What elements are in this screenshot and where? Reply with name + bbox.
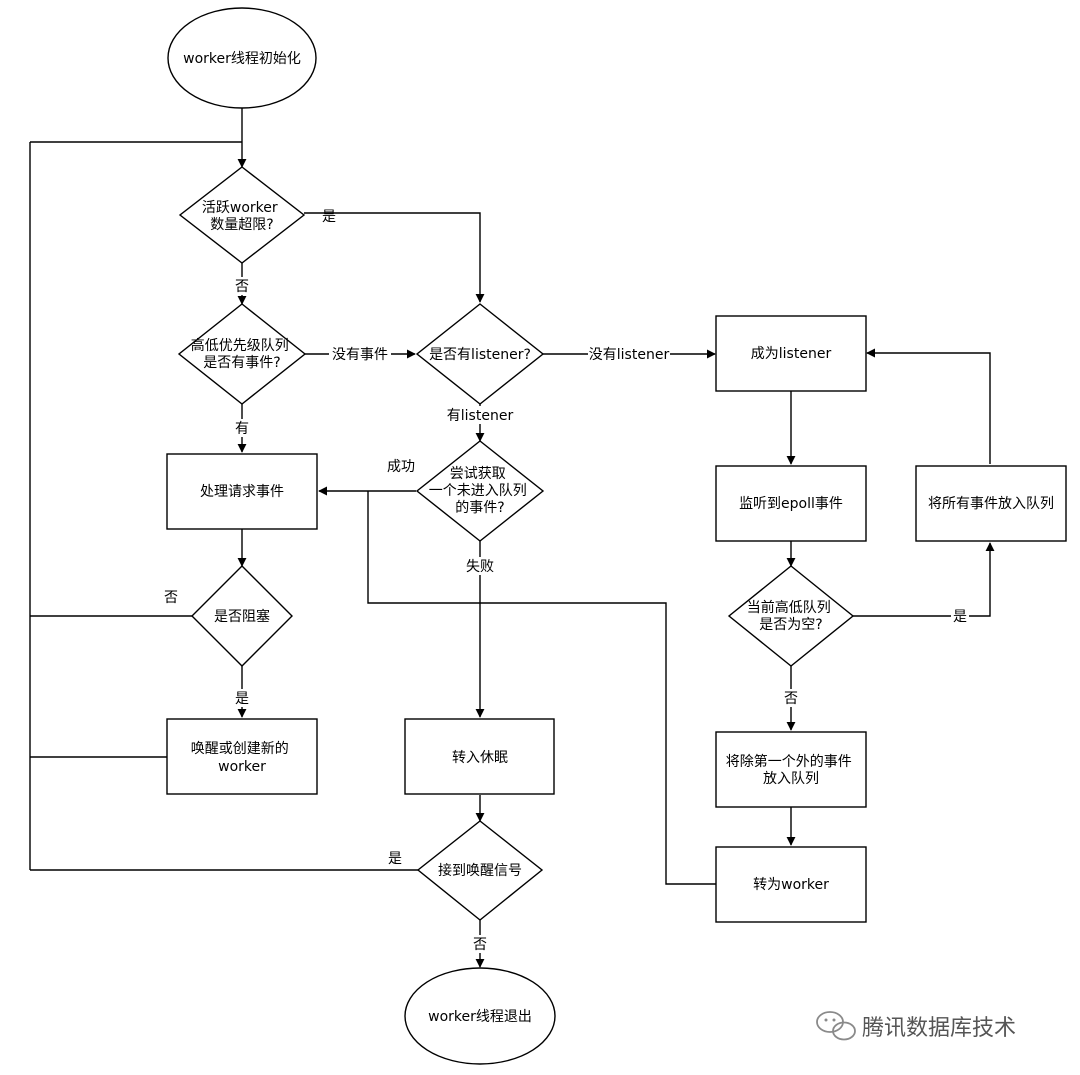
svg-text:将除第一个外的事件 放入队列: 将除第一个外的事件 放入队列 bbox=[726, 753, 856, 787]
svg-text:尝试获取 一个未进入队列 的事件?: 尝试获取 一个未进入队列 的事件? bbox=[429, 466, 531, 516]
node-is-blocked: 是否阻塞 bbox=[191, 565, 293, 667]
label-empty-yes: 是 bbox=[953, 609, 967, 625]
node-to-worker-label: 转为worker bbox=[753, 877, 829, 893]
svg-text:活跃worker 数量超限?: 活跃worker 数量超限? bbox=[202, 200, 282, 233]
label-has-listener: 有listener bbox=[447, 408, 514, 424]
node-become-listener: 成为listener bbox=[715, 315, 867, 392]
label-empty-no: 否 bbox=[784, 691, 798, 707]
node-check-active-line1: 活跃worker bbox=[202, 200, 278, 216]
node-check-queue-line2: 是否有事件? bbox=[203, 355, 280, 371]
wechat-icon bbox=[816, 1011, 856, 1041]
node-check-active-line2: 数量超限? bbox=[210, 217, 273, 233]
node-become-listener-label: 成为listener bbox=[751, 346, 832, 362]
label-no-listener: 没有listener bbox=[589, 347, 670, 363]
label-active-yes: 是 bbox=[322, 209, 336, 225]
svg-text:唤醒或创建新的 worker: 唤醒或创建新的 worker bbox=[191, 740, 293, 775]
node-exit: worker线程退出 bbox=[404, 967, 556, 1065]
node-recv-wakeup-label: 接到唤醒信号 bbox=[438, 862, 522, 879]
edge-labels: 是 否 没有事件 有 没有listener 有listener 成功 失败 否 … bbox=[164, 209, 969, 953]
node-enqueue-all: 将所有事件放入队列 bbox=[915, 465, 1067, 542]
node-enqueue-all-label: 将所有事件放入队列 bbox=[928, 496, 1054, 512]
node-enqueue-except-first-line2: 放入队列 bbox=[763, 771, 819, 787]
node-sleep-label: 转入休眠 bbox=[452, 750, 508, 766]
node-exit-label: worker线程退出 bbox=[428, 1009, 532, 1025]
node-listen-epoll: 监听到epoll事件 bbox=[715, 465, 867, 542]
node-try-fetch-line1: 尝试获取 bbox=[450, 466, 506, 482]
label-has-events: 有 bbox=[235, 421, 249, 437]
node-recv-wakeup: 接到唤醒信号 bbox=[416, 820, 544, 921]
watermark: 腾讯数据库技术 bbox=[816, 1011, 1016, 1041]
node-enqueue-except-first-line1: 将除第一个外的事件 bbox=[726, 753, 852, 770]
node-to-worker: 转为worker bbox=[715, 846, 867, 923]
label-blocked-no: 否 bbox=[164, 590, 178, 606]
node-queue-empty: 当前高低队列 是否为空? bbox=[727, 565, 855, 667]
label-fetch-fail: 失败 bbox=[466, 559, 494, 575]
node-check-listener-label: 是否有listener? bbox=[429, 347, 531, 363]
node-is-blocked-label: 是否阻塞 bbox=[214, 608, 270, 625]
edge-worker-back bbox=[367, 491, 716, 885]
edge-active-yes bbox=[304, 212, 485, 303]
node-queue-empty-line1: 当前高低队列 bbox=[747, 599, 831, 616]
svg-text:高低优先级队列 是否有事件?: 高低优先级队列 是否有事件? bbox=[191, 337, 293, 371]
svg-text:当前高低队列 是否为空?: 当前高低队列 是否为空? bbox=[747, 599, 835, 633]
node-wake-create: 唤醒或创建新的 worker bbox=[166, 718, 318, 795]
node-try-fetch-line2: 一个未进入队列 bbox=[429, 483, 527, 499]
label-wakeup-no: 否 bbox=[473, 937, 487, 953]
edge-empty-yes bbox=[853, 542, 995, 617]
node-sleep: 转入休眠 bbox=[404, 718, 555, 795]
label-blocked-yes: 是 bbox=[235, 691, 249, 707]
node-handle-request: 处理请求事件 bbox=[166, 453, 318, 530]
node-start-label: worker线程初始化 bbox=[183, 50, 301, 67]
label-wakeup-yes: 是 bbox=[388, 851, 402, 867]
node-queue-empty-line2: 是否为空? bbox=[759, 617, 822, 633]
node-handle-request-label: 处理请求事件 bbox=[200, 484, 284, 500]
node-try-fetch: 尝试获取 一个未进入队列 的事件? bbox=[415, 440, 545, 542]
label-no-events: 没有事件 bbox=[332, 347, 388, 363]
node-check-active: 活跃worker 数量超限? bbox=[178, 166, 306, 264]
node-wake-create-line1: 唤醒或创建新的 bbox=[191, 740, 289, 757]
node-start: worker线程初始化 bbox=[167, 7, 317, 109]
node-check-queue: 高低优先级队列 是否有事件? bbox=[177, 303, 307, 405]
node-enqueue-except-first: 将除第一个外的事件 放入队列 bbox=[715, 731, 867, 808]
watermark-text: 腾讯数据库技术 bbox=[862, 1016, 1016, 1041]
label-active-no: 否 bbox=[235, 279, 249, 295]
label-fetch-success: 成功 bbox=[387, 459, 415, 475]
node-listen-epoll-label: 监听到epoll事件 bbox=[739, 496, 843, 512]
node-try-fetch-line3: 的事件? bbox=[455, 500, 504, 516]
node-wake-create-line2: worker bbox=[218, 759, 266, 775]
node-check-queue-line1: 高低优先级队列 bbox=[191, 337, 289, 354]
edge-enqueue-to-listener bbox=[866, 348, 991, 464]
node-check-listener: 是否有listener? bbox=[415, 303, 545, 405]
